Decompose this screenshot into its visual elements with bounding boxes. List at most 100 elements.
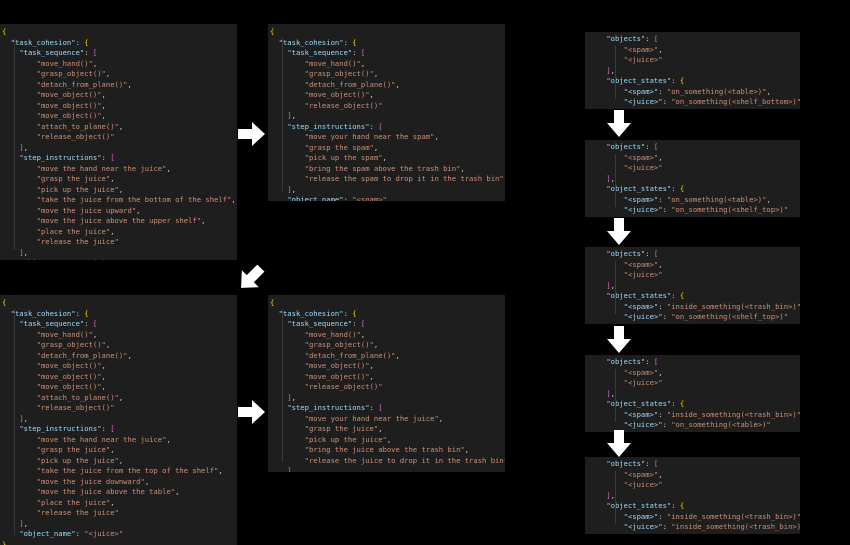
code-panel-state-5: "objects": [ "<spam>", "<juice>" ], "obj… xyxy=(585,457,800,534)
code-line: "move_object()", xyxy=(36,371,106,381)
code-line: "detach_from_plane()", xyxy=(36,350,132,360)
code-line: "object_states": { xyxy=(606,76,685,85)
down-arrow-icon xyxy=(607,326,631,353)
code-line: ], xyxy=(287,184,296,194)
code-line: "objects": [ xyxy=(606,34,659,43)
code-line: "object_name": "<spam>" xyxy=(287,195,387,201)
code-line: "move_hand()", xyxy=(36,329,98,339)
code-line: "place the juice", xyxy=(36,226,115,236)
code-line: "task_sequence": [ xyxy=(287,319,366,328)
code-line: "release_object()" xyxy=(36,132,115,141)
code-line: "<juice>" xyxy=(623,480,663,489)
code-line: "objects": [ xyxy=(606,357,659,366)
code-line: "move your hand near the spam", xyxy=(304,132,439,141)
code-panel-task-cohesion-4: { "task_cohesion": { "task_sequence": [ … xyxy=(268,295,505,472)
code-line: "move the hand near the juice", xyxy=(36,434,171,444)
code-panel-state-2: "objects": [ "<spam>", "<juice>" ], "obj… xyxy=(585,140,800,217)
code-line: "move_object()", xyxy=(304,90,374,99)
indent-guide xyxy=(615,154,616,207)
code-line: "<spam>", xyxy=(623,152,663,162)
code-line: } xyxy=(589,323,800,325)
code-line: "task_sequence": [ xyxy=(19,48,98,57)
code-line: "release the spam to drop it in the tras… xyxy=(304,174,504,183)
code-line: "<juice>" xyxy=(623,378,663,387)
code-line: "step_instructions": [ xyxy=(19,153,115,162)
indent-guide xyxy=(14,38,15,250)
code-line: "<spam>": "inside_something(<trash_bin>)… xyxy=(623,409,800,419)
code-line: "move_object()", xyxy=(36,111,106,120)
code-line: "<spam>": "on_something(<table>)", xyxy=(623,86,771,96)
code-line: "move the juice downward", xyxy=(36,476,150,486)
code-block: { "task_cohesion": { "task_sequence": [ … xyxy=(270,27,504,201)
code-line: "task_cohesion": { xyxy=(10,308,89,318)
code-line: "<spam>": "inside_something(<trash_bin>)… xyxy=(623,511,800,521)
code-line: "object_name": "<juice>" xyxy=(2,258,236,260)
code-line: "release the juice" xyxy=(36,237,119,246)
code-line: "object_states": { xyxy=(606,399,685,408)
right-arrow-icon xyxy=(238,400,265,424)
indent-guide xyxy=(282,38,283,191)
indent-guide xyxy=(615,471,616,524)
code-line: "<juice>" xyxy=(623,163,663,172)
code-line: "release_object()" xyxy=(304,382,383,391)
code-line: "grasp the spam", xyxy=(304,142,379,152)
code-line: "move your hand near the juice", xyxy=(304,413,444,423)
code-line: "object_states": { xyxy=(606,501,685,510)
code-panel-task-cohesion-2: { "task_cohesion": { "task_sequence": [ … xyxy=(268,24,505,201)
code-line: ], xyxy=(287,466,296,472)
code-line: "<juice>" xyxy=(623,55,663,64)
code-panel-task-cohesion-1: { "task_cohesion": { "task_sequence": [ … xyxy=(0,24,237,260)
code-line: "move the juice upward", xyxy=(36,205,141,215)
code-line: } xyxy=(589,216,788,218)
indent-guide xyxy=(282,309,283,462)
code-line: "release_object()" xyxy=(304,100,383,110)
code-line: "move_object()", xyxy=(304,371,374,381)
indent-guide xyxy=(615,369,616,422)
code-line: "take the juice from the top of the shel… xyxy=(36,466,223,475)
indent-guide xyxy=(14,309,15,535)
code-line: "step_instructions": [ xyxy=(287,403,383,412)
code-line: "move_object()", xyxy=(36,100,106,110)
code-line: "<juice>": "inside_something(<trash_bin>… xyxy=(623,522,800,531)
code-line: ], xyxy=(606,280,615,290)
code-line: "<juice>": "on_something(<shelf_top>)" xyxy=(623,205,789,214)
code-line: "<spam>", xyxy=(623,44,663,54)
code-line: ], xyxy=(19,518,28,528)
code-line: "move_object()", xyxy=(36,382,106,391)
code-block: { "task_cohesion": { "task_sequence": [ … xyxy=(2,27,236,260)
code-line: "detach_from_plane()", xyxy=(304,79,400,89)
down-arrow-icon xyxy=(607,430,631,457)
code-block: "objects": [ "<spam>", "<juice>" ], "obj… xyxy=(589,249,800,324)
code-line: "<juice>": "on_something(<table>)" xyxy=(623,420,771,429)
indent-guide xyxy=(615,261,616,314)
code-line: "move_object()", xyxy=(36,361,106,370)
code-line: ], xyxy=(287,392,296,402)
code-line: "attach_to_plane()", xyxy=(36,121,124,131)
code-line: { xyxy=(2,27,7,36)
code-line: ], xyxy=(606,388,615,398)
code-line: "objects": [ xyxy=(606,249,659,258)
down-left-arrow-icon xyxy=(241,264,265,288)
code-line: "attach_to_plane()", xyxy=(36,392,124,402)
code-line: "task_cohesion": { xyxy=(278,37,357,47)
code-line: "move the hand near the juice", xyxy=(36,163,171,173)
code-block: { "task_cohesion": { "task_sequence": [ … xyxy=(270,298,505,472)
code-line: ], xyxy=(19,413,28,423)
code-line: ], xyxy=(606,173,615,183)
code-line: "move_hand()", xyxy=(304,329,366,339)
code-line: } xyxy=(589,533,800,535)
code-line: "task_cohesion": { xyxy=(278,308,357,318)
code-line: "object_states": { xyxy=(606,184,685,193)
code-line: "<spam>", xyxy=(623,259,663,269)
code-line: "pick up the juice", xyxy=(36,455,124,465)
code-line: ], xyxy=(606,490,615,500)
code-line: "task_sequence": [ xyxy=(287,48,366,57)
code-line: "move_hand()", xyxy=(304,58,366,68)
code-block: "objects": [ "<spam>", "<juice>" ], "obj… xyxy=(589,459,800,534)
code-line: "grasp_object()", xyxy=(36,69,111,78)
code-line: "grasp_object()", xyxy=(304,340,379,349)
code-line: "bring the spam above the trash bin", xyxy=(304,163,465,173)
code-line: "object_states": { xyxy=(606,291,685,300)
code-panel-state-3: "objects": [ "<spam>", "<juice>" ], "obj… xyxy=(585,247,800,324)
down-arrow-icon xyxy=(607,218,631,245)
